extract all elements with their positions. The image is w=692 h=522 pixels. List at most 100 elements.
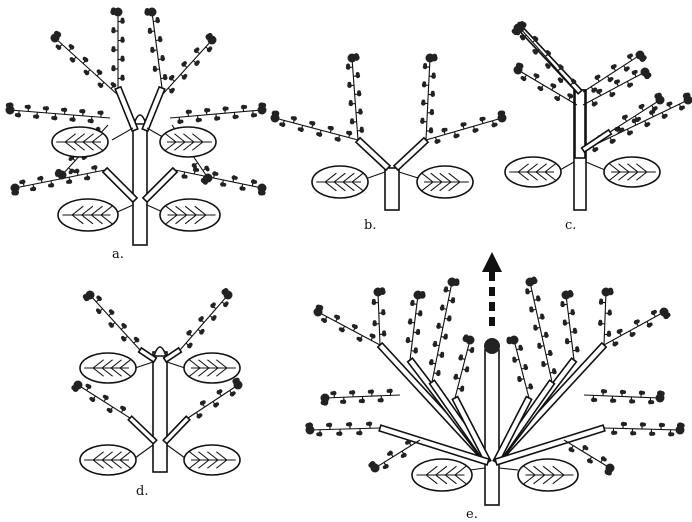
leaf-petiole <box>112 128 133 140</box>
raceme-axis <box>275 118 358 140</box>
flower-bud <box>529 306 533 310</box>
flower-bud <box>328 126 332 130</box>
flower-bud <box>56 44 60 48</box>
flower-bud <box>25 105 29 109</box>
flower-bud <box>423 63 427 67</box>
flower-bud <box>603 458 607 462</box>
flower-bud <box>624 115 628 119</box>
flower-bud <box>621 127 625 131</box>
flower-bud <box>69 118 73 122</box>
flower-bud <box>613 64 617 68</box>
flower-bud <box>448 278 457 287</box>
flower-bud <box>612 139 616 143</box>
flower-bud <box>432 73 436 77</box>
flower-bud <box>602 288 611 297</box>
flower-bud <box>309 121 313 125</box>
flower-bud <box>437 323 441 327</box>
flower-bud <box>414 347 418 351</box>
flower-bud <box>440 352 444 356</box>
flower-bud <box>498 114 507 123</box>
flower-bud <box>537 343 541 347</box>
flower-bud <box>84 70 88 74</box>
flower-bud <box>188 330 192 334</box>
flower-bud <box>225 301 229 305</box>
flower-bud <box>86 291 95 300</box>
flower-bud <box>550 83 554 87</box>
flower-bud <box>97 69 101 73</box>
flower-bud <box>235 115 239 119</box>
flower-bud <box>589 460 593 464</box>
flower-bud <box>470 347 474 351</box>
flower-bud <box>96 295 100 299</box>
flower-bud <box>419 310 423 314</box>
flower-bud <box>193 165 197 169</box>
flower-bud <box>381 309 385 313</box>
branch-axis <box>115 87 138 131</box>
raceme-axis <box>530 282 552 382</box>
flower-bud <box>336 432 340 436</box>
flower-bud <box>421 118 425 122</box>
flower-bud <box>622 390 626 394</box>
flower-bud <box>669 102 673 106</box>
flower-bud <box>148 28 152 32</box>
flower-bud <box>619 329 623 333</box>
flower-bud <box>411 300 415 304</box>
flower-bud <box>430 109 434 113</box>
flower-bud <box>533 36 537 40</box>
flower-bud <box>544 332 548 336</box>
flower-bud <box>349 100 353 104</box>
flower-bud <box>653 310 657 314</box>
flower-bud <box>352 324 356 328</box>
flower-bud <box>48 184 52 188</box>
raceme-axis <box>604 292 606 345</box>
flower-bud <box>158 36 162 40</box>
flower-bud <box>357 337 361 341</box>
flower-bud <box>326 423 330 427</box>
flower-bud <box>626 66 630 70</box>
flower-bud <box>571 309 575 313</box>
flower-bud <box>414 291 423 300</box>
flower-bud <box>243 105 247 109</box>
flower-bud <box>89 397 93 401</box>
flower-bud <box>636 51 645 60</box>
leaf-petiole <box>368 172 385 178</box>
flower-bud <box>85 384 89 388</box>
raceme-axis <box>352 58 358 140</box>
leaf-petiole <box>135 362 153 368</box>
flower-bud <box>429 127 433 131</box>
flower-bud <box>121 323 125 327</box>
flower-bud <box>552 368 556 372</box>
flower-bud <box>599 299 603 303</box>
flower-bud <box>598 89 602 93</box>
flower-bud <box>258 184 267 193</box>
flower-bud <box>654 106 658 110</box>
flower-bud <box>613 431 617 435</box>
flower-bud <box>69 44 73 48</box>
apical-bud <box>154 347 166 356</box>
flower-bud <box>291 116 295 120</box>
flower-bud <box>207 108 211 112</box>
raceme-axis <box>55 38 118 95</box>
flower-bud <box>594 101 598 105</box>
flower-bud <box>83 57 87 61</box>
flower-bud <box>340 400 344 404</box>
flower-bud <box>536 295 540 299</box>
flower-bud <box>6 106 15 115</box>
flower-bud <box>209 47 213 51</box>
flower-bud <box>206 168 210 172</box>
flower-bud <box>482 117 486 121</box>
flower-bud <box>298 127 302 131</box>
flower-bud <box>370 333 374 337</box>
panel-c <box>505 21 692 210</box>
panel-d <box>71 288 242 475</box>
flower-bud <box>109 309 113 313</box>
raceme-axis <box>175 170 262 188</box>
flower-bud <box>563 320 567 324</box>
flower-bud <box>189 343 193 347</box>
flower-bud <box>660 308 669 317</box>
flower-bud <box>219 389 223 393</box>
flower-bud <box>120 406 124 410</box>
flower-bud <box>114 8 123 17</box>
flower-bud <box>433 341 437 345</box>
flower-bud <box>597 75 601 79</box>
